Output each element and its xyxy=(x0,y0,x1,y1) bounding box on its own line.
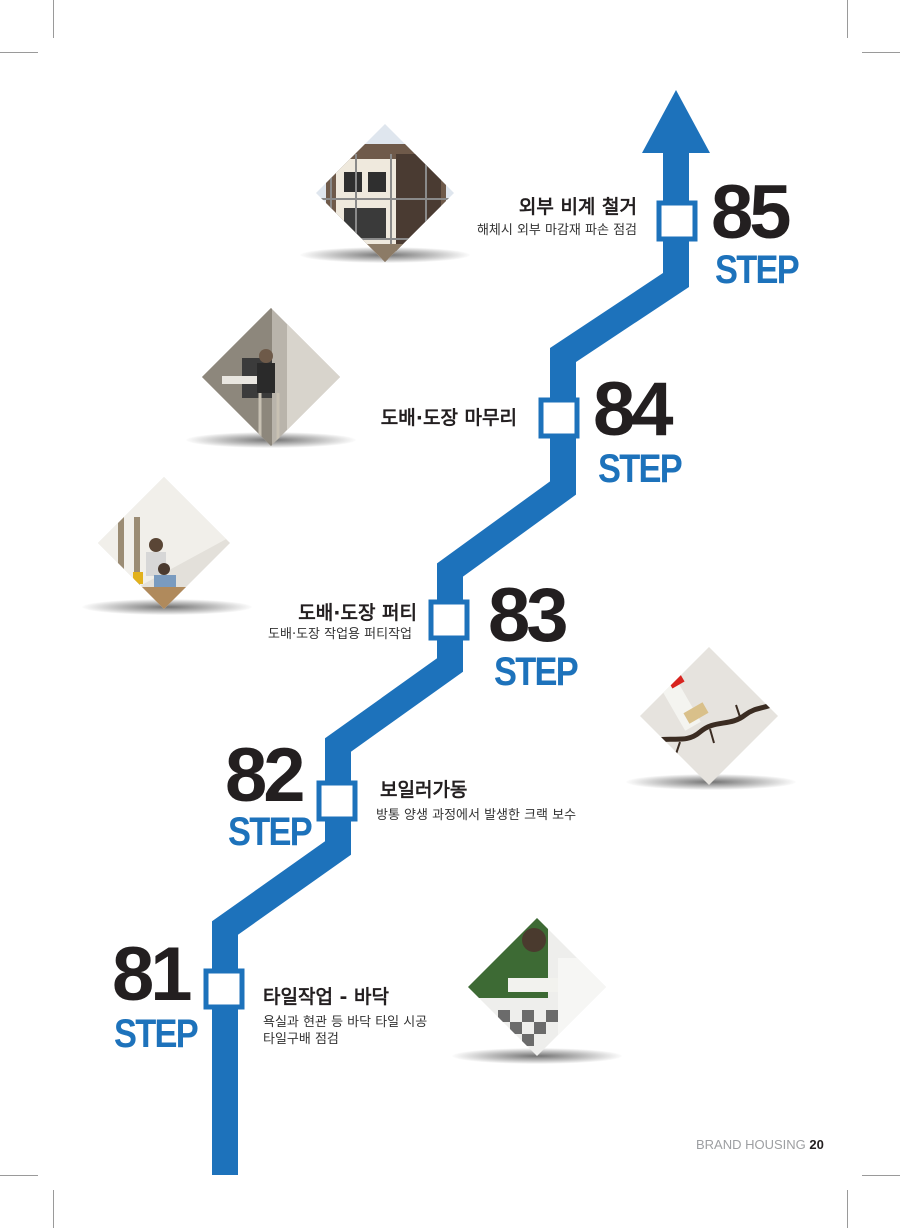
photo-shadow xyxy=(82,599,252,615)
step-82-number: 82 xyxy=(225,733,306,818)
step-marker-82 xyxy=(316,780,358,822)
step-83-number: 83 xyxy=(488,573,569,658)
crop-mark xyxy=(53,1190,54,1228)
step-81-label: STEP xyxy=(114,1012,199,1056)
step-82-label: STEP xyxy=(228,810,313,854)
tile-floor-work-photo xyxy=(468,918,606,1056)
step-marker-85 xyxy=(656,200,698,242)
step-85-title: 외부 비계 철거 xyxy=(518,196,637,218)
crop-mark xyxy=(847,0,848,38)
photo-shadow xyxy=(452,1048,622,1064)
scaffold-removal-photo xyxy=(316,124,454,262)
step-85-label: STEP xyxy=(715,248,800,292)
footer-brand: BRAND HOUSING xyxy=(696,1137,806,1152)
crop-mark xyxy=(862,52,900,53)
crop-mark xyxy=(847,1190,848,1228)
step-84-number: 84 xyxy=(593,367,674,452)
step-81-desc-line1: 욕실과 현관 등 바닥 타일 시공 xyxy=(263,1015,428,1030)
crop-mark xyxy=(862,1175,900,1176)
step-81-title: 타일작업 - 바닥 xyxy=(263,986,389,1008)
step-85-desc: 해체시 외부 마감재 파손 점검 xyxy=(476,223,637,238)
crop-mark xyxy=(0,1175,38,1176)
step-82-desc: 방통 양생 과정에서 발생한 크랙 보수 xyxy=(376,808,577,823)
crack-repair-photo xyxy=(640,647,778,785)
step-84-title: 도배·도장 마무리 xyxy=(380,407,517,429)
step-85-number: 85 xyxy=(711,170,792,255)
crop-mark xyxy=(0,52,38,53)
arrow-head-icon xyxy=(642,90,710,153)
step-81-number: 81 xyxy=(112,932,193,1017)
step-marker-84 xyxy=(538,397,580,439)
step-82-title: 보일러가동 xyxy=(380,779,468,801)
step-83-label: STEP xyxy=(494,650,579,694)
putty-work-photo xyxy=(98,477,230,609)
step-marker-83 xyxy=(428,599,470,641)
step-83-desc: 도배·도장 작업용 퍼티작업 xyxy=(268,627,412,642)
step-81-desc-line2: 타일구배 점검 xyxy=(263,1032,339,1047)
step-83-title: 도배·도장 퍼티 xyxy=(298,602,417,624)
step-84-label: STEP xyxy=(598,447,683,491)
footer-page-number: 20 xyxy=(809,1137,824,1152)
step-marker-81 xyxy=(203,968,245,1010)
painting-finish-photo xyxy=(202,308,340,446)
crop-mark xyxy=(53,0,54,38)
page-footer: BRAND HOUSING 20 xyxy=(696,1137,824,1152)
